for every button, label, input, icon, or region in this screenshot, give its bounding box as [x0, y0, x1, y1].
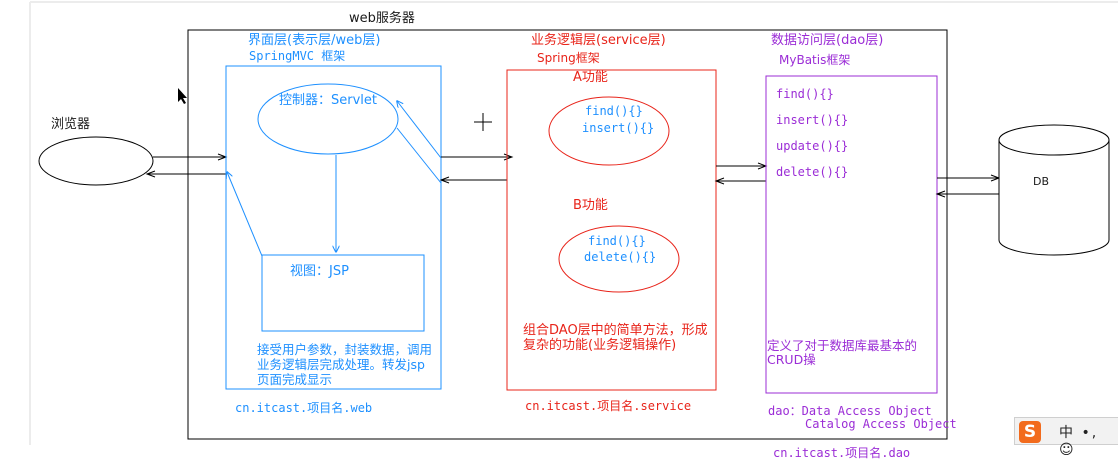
function-a-node	[548, 96, 670, 166]
browser-node	[38, 136, 154, 186]
database-cylinder-icon	[998, 124, 1110, 256]
dao-acronym-line1: dao：Data Access Object	[768, 404, 932, 418]
service-layer-package: cn.itcast.项目名.service	[525, 399, 692, 413]
dao-layer-title: 数据访问层(dao层)	[771, 33, 884, 48]
web-layer-box	[225, 65, 442, 390]
ime-toolbar[interactable]: S 中 •, ☺	[1014, 417, 1118, 458]
dao-method: delete(){}	[776, 165, 849, 179]
web-layer-title: 界面层(表示层/web层)	[248, 33, 381, 48]
web-server-title: web服务器	[349, 11, 415, 26]
function-a-method: insert(){}	[582, 121, 655, 135]
crosshair-cursor-icon	[474, 113, 492, 131]
service-layer-title: 业务逻辑层(service层)	[531, 33, 666, 48]
service-layer-description: 组合DAO层中的简单方法，形成复杂的功能(业务逻辑操作)	[523, 323, 708, 353]
view-box	[261, 254, 425, 332]
web-layer-package: cn.itcast.项目名.web	[235, 401, 373, 415]
ime-status-text[interactable]: 中 •, ☺	[1059, 425, 1099, 458]
function-b-title: B功能	[573, 198, 608, 213]
sogou-logo-icon[interactable]: S	[1019, 421, 1041, 443]
dao-method: update(){}	[776, 139, 849, 153]
web-layer-description: 接受用户参数，封装数据，调用业务逻辑层完成处理。转发jsp页面完成显示	[257, 342, 433, 387]
view-label: 视图：JSP	[290, 264, 349, 279]
function-b-node	[558, 225, 680, 293]
function-b-method: find(){}	[588, 234, 646, 248]
controller-node	[257, 83, 399, 155]
dao-layer-box	[765, 75, 938, 394]
web-layer-framework: SpringMVC 框架	[249, 49, 346, 63]
dao-acronym-line2: Catalog Access Object	[805, 417, 957, 431]
dao-method: find(){}	[776, 87, 834, 101]
db-label: DB	[1033, 175, 1050, 188]
function-a-method: find(){}	[585, 104, 643, 118]
dao-layer-description: 定义了对于数据库最基本的CRUD操	[767, 338, 918, 367]
service-layer-framework: Spring框架	[537, 51, 600, 65]
view-to-web-arrow	[227, 172, 263, 257]
web-server-frame	[187, 29, 948, 440]
service-layer-box	[506, 69, 717, 391]
controller-from-service-line	[397, 101, 442, 159]
dao-layer-framework: MyBatis框架	[779, 53, 851, 67]
browser-label: 浏览器	[51, 117, 91, 132]
mouse-pointer-icon	[178, 88, 187, 104]
function-a-title: A功能	[573, 70, 608, 85]
dao-method: insert(){}	[776, 113, 849, 127]
controller-label: 控制器：Servlet	[279, 93, 377, 108]
dao-layer-package: cn.itcast.项目名.dao	[773, 446, 911, 460]
function-b-method: delete(){}	[584, 250, 657, 264]
controller-to-service-line	[396, 127, 442, 184]
